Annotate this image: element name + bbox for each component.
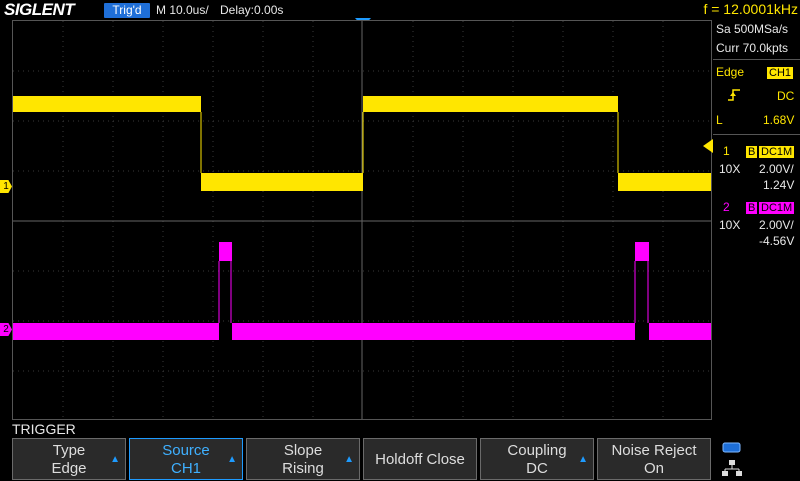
- source-label: Source: [162, 442, 210, 459]
- trigger-type: Edge: [716, 65, 745, 79]
- ch2-waveform: [13, 242, 711, 340]
- ch2-bw-badge: B: [746, 202, 758, 214]
- timebase-readout[interactable]: M 10.0us/: [156, 3, 209, 17]
- ch1-scale: 2.00V/: [759, 162, 794, 176]
- slope-label: Slope: [283, 442, 323, 459]
- noise-reject-label: Noise Reject: [611, 442, 697, 459]
- arrow-up-icon: ▲: [344, 454, 354, 465]
- type-label: Type: [52, 442, 86, 459]
- slope-button[interactable]: Slope Rising ▲: [246, 438, 360, 480]
- coupling-button[interactable]: Coupling DC ▲: [480, 438, 594, 480]
- holdoff-label: Holdoff Close: [375, 451, 465, 468]
- type-button[interactable]: Type Edge ▲: [12, 438, 126, 480]
- ch2-number: 2: [723, 200, 730, 214]
- ch2-offset: -4.56V: [759, 234, 795, 248]
- right-info-panel: Sa 500MSa/s Curr 70.0kpts Edge CH1 DC L …: [713, 20, 800, 420]
- coupling-value: DC: [526, 460, 548, 477]
- trigger-coupling: DC: [777, 89, 795, 103]
- sample-rate: Sa 500MSa/s: [716, 22, 789, 36]
- frequency-readout: f = 12.0001kHz: [703, 1, 798, 17]
- trigger-source-badge: CH1: [767, 67, 794, 79]
- trigger-level-label: L: [716, 113, 723, 127]
- ch1-info-box[interactable]: 1 B DC1M 10X 2.00V/ 1.24V: [713, 142, 800, 194]
- arrow-up-icon: ▲: [578, 454, 588, 465]
- arrow-up-icon: ▲: [227, 454, 237, 465]
- ch1-probe: 10X: [719, 162, 741, 176]
- ch1-bw-badge: B: [746, 146, 758, 158]
- noise-reject-value: On: [643, 460, 664, 477]
- ch1-number: 1: [723, 144, 730, 158]
- source-value: CH1: [170, 460, 201, 477]
- coupling-label: Coupling: [507, 442, 567, 459]
- ch1-waveform: [13, 96, 711, 191]
- delay-readout[interactable]: Delay:0.00s: [220, 3, 284, 17]
- rising-edge-icon: [728, 89, 740, 101]
- top-status-bar: [0, 0, 800, 20]
- waveform-grid: [13, 21, 711, 419]
- ch2-scale: 2.00V/: [759, 218, 794, 232]
- ch1-coupling-badge: DC1M: [759, 146, 795, 158]
- usb-icon: [722, 442, 741, 453]
- memory-depth: Curr 70.0kpts: [716, 41, 789, 55]
- holdoff-button[interactable]: Holdoff Close: [363, 438, 477, 480]
- arrow-up-icon: ▲: [110, 454, 120, 465]
- ch2-info-box[interactable]: 2 B DC1M 10X 2.00V/ -4.56V: [713, 198, 800, 250]
- noise-reject-button[interactable]: Noise Reject On: [597, 438, 711, 480]
- network-icon: [722, 460, 742, 476]
- ch2-coupling-badge: DC1M: [759, 202, 795, 214]
- source-button[interactable]: Source CH1 ▲: [129, 438, 243, 480]
- panel-divider: [713, 59, 800, 60]
- ch1-offset: 1.24V: [763, 178, 795, 192]
- trigger-level-marker[interactable]: [703, 139, 713, 153]
- brand-logo: SIGLENT: [4, 0, 75, 19]
- panel-divider: [713, 134, 800, 135]
- trigger-level-value: 1.68V: [763, 113, 795, 127]
- slope-value: Rising: [282, 460, 324, 477]
- type-value: Edge: [51, 460, 87, 477]
- waveform-display[interactable]: [12, 20, 712, 420]
- ch2-probe: 10X: [719, 218, 741, 232]
- menu-title: TRIGGER: [12, 421, 76, 437]
- ch2-offset-marker[interactable]: 2: [0, 323, 12, 336]
- trigger-status-badge: Trig'd: [104, 3, 150, 18]
- ch1-offset-marker[interactable]: 1: [0, 180, 12, 193]
